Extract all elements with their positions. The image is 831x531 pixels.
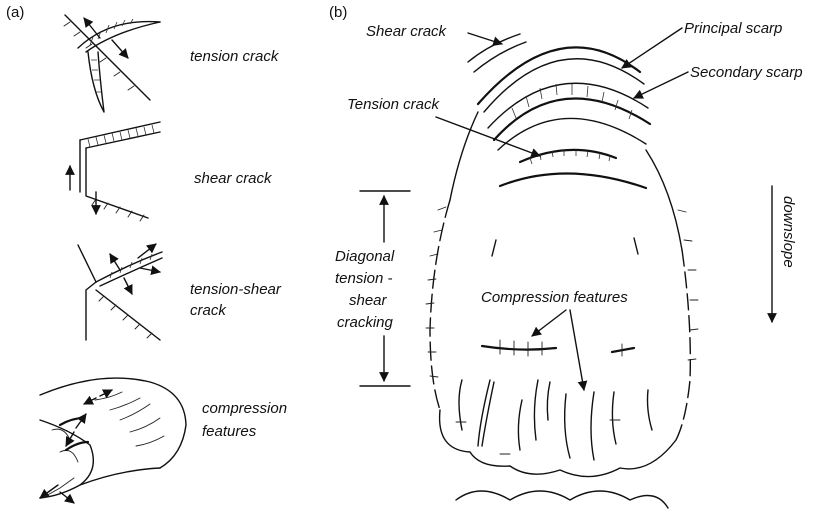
tension-crack-lower: [500, 173, 646, 188]
secondary-scarp-arc-2: [494, 99, 650, 140]
shear-crack-sketch: [70, 122, 160, 221]
tension-crack-arc: [520, 150, 616, 162]
secondary-scarp-leader: [634, 72, 688, 98]
compression-features-sketch: [40, 378, 186, 503]
tension-crack-sketch: [64, 15, 160, 112]
secondary-scarp-arc-3: [498, 118, 646, 150]
compression-leader-1: [532, 310, 566, 336]
principal-scarp-leader: [622, 28, 682, 68]
principal-scarp-inner: [484, 59, 644, 112]
compression-leader-2: [570, 310, 584, 390]
principal-scarp-outer: [478, 47, 640, 104]
tension-crack-leader: [436, 117, 540, 156]
shear-crack-leader: [468, 33, 502, 44]
landslide-plan-sketch: [360, 28, 772, 508]
tension-shear-crack-sketch: [78, 244, 162, 340]
